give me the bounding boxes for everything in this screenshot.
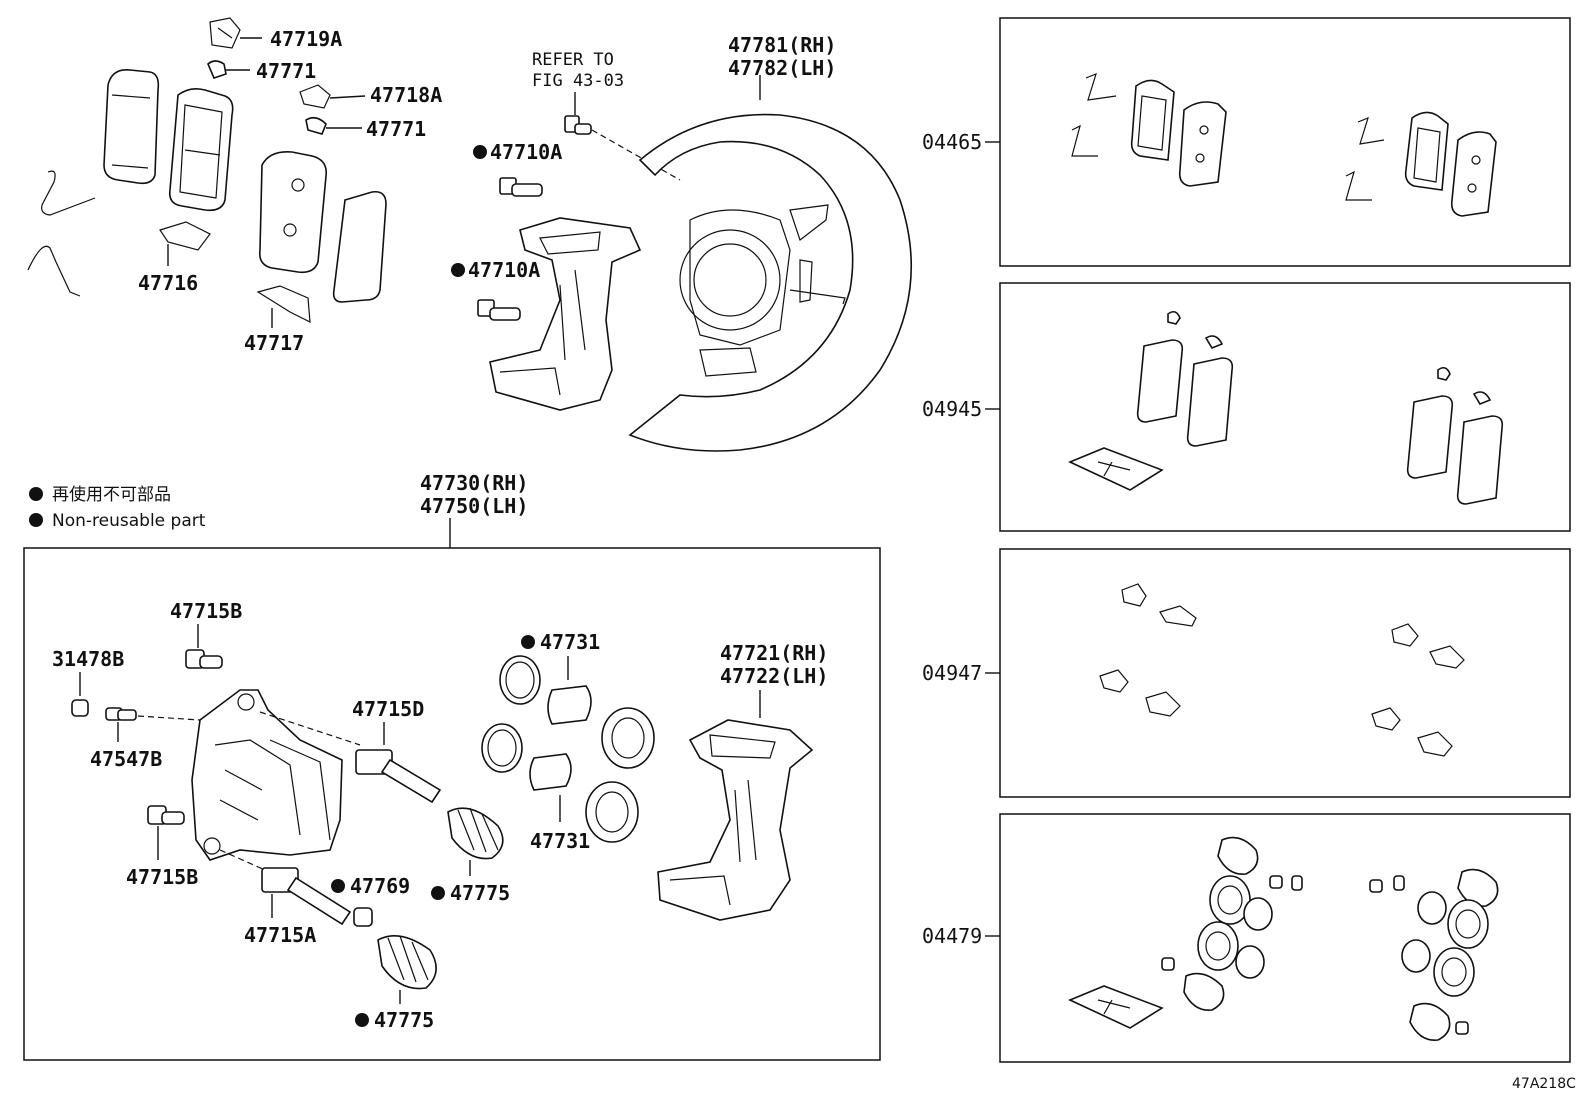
kit-box-04479 bbox=[999, 813, 1571, 1063]
label-47547B[interactable]: 47547B bbox=[90, 747, 162, 771]
label-47716[interactable]: 47716 bbox=[138, 271, 198, 295]
kit-04947-parts bbox=[1099, 583, 1465, 757]
kit-code-04945[interactable]: 04945 bbox=[922, 397, 982, 421]
pin-47715A bbox=[261, 867, 352, 926]
label-47710A-b[interactable]: 47710A bbox=[468, 258, 540, 282]
kit-code-04947[interactable]: 04947 bbox=[922, 661, 982, 685]
label-47715B[interactable]: 47715B bbox=[170, 599, 242, 623]
caliper-mount-47721 bbox=[657, 719, 814, 921]
kit-box-04947 bbox=[999, 548, 1571, 798]
pad-set-upper bbox=[27, 17, 387, 328]
label-47771-b[interactable]: 47771 bbox=[366, 117, 426, 141]
label-47730[interactable]: 47730(RH) bbox=[420, 471, 528, 495]
caliper-body bbox=[191, 689, 343, 861]
pin-47715D bbox=[355, 749, 442, 804]
label-47722[interactable]: 47722(LH) bbox=[720, 664, 828, 688]
legend-en: Non-reusable part bbox=[52, 511, 206, 531]
label-47715A[interactable]: 47715A bbox=[244, 923, 316, 947]
kit-code-04479[interactable]: 04479 bbox=[922, 924, 982, 948]
bushing-47769 bbox=[353, 907, 373, 927]
refer-line-1: REFER TO bbox=[532, 50, 614, 70]
label-47750[interactable]: 47750(LH) bbox=[420, 494, 528, 518]
non-reusable-dot bbox=[473, 145, 487, 159]
kit-box-04945 bbox=[999, 282, 1571, 532]
label-47782[interactable]: 47782(LH) bbox=[728, 56, 836, 80]
seals-pistons bbox=[481, 655, 655, 843]
kit-04479-parts bbox=[1068, 836, 1499, 1041]
caliper-assembly-box bbox=[23, 547, 881, 1061]
label-47719A[interactable]: 47719A bbox=[270, 27, 342, 51]
caliper-mount bbox=[489, 217, 642, 411]
bolt-ref bbox=[564, 115, 592, 135]
label-47771[interactable]: 47771 bbox=[256, 59, 316, 83]
non-reusable-dot bbox=[451, 263, 465, 277]
dust-shield bbox=[628, 113, 913, 452]
bolt-47715B-a bbox=[185, 649, 223, 669]
bolt-47710A-b bbox=[477, 299, 521, 321]
label-47717[interactable]: 47717 bbox=[244, 331, 304, 355]
label-47781[interactable]: 47781(RH) bbox=[728, 33, 836, 57]
label-47718A[interactable]: 47718A bbox=[370, 83, 442, 107]
boot-47775-b bbox=[377, 934, 437, 990]
bleeder-47547B bbox=[105, 707, 137, 721]
label-47721[interactable]: 47721(RH) bbox=[720, 641, 828, 665]
refer-line-2: FIG 43-03 bbox=[532, 71, 624, 91]
kit-code-04465[interactable]: 04465 bbox=[922, 130, 982, 154]
label-47731-b[interactable]: 47731 bbox=[530, 829, 590, 853]
bolt-47715B-b bbox=[147, 805, 185, 825]
label-31478B[interactable]: 31478B bbox=[52, 647, 124, 671]
label-47775[interactable]: 47775 bbox=[450, 881, 510, 905]
legend-jp: 再使用不可部品 bbox=[52, 484, 171, 505]
boot-47775-a bbox=[447, 807, 504, 860]
label-47775-b[interactable]: 47775 bbox=[374, 1008, 434, 1032]
label-47769[interactable]: 47769 bbox=[350, 874, 410, 898]
label-47715D[interactable]: 47715D bbox=[352, 697, 424, 721]
label-47731[interactable]: 47731 bbox=[540, 630, 600, 654]
label-47715B-b[interactable]: 47715B bbox=[126, 865, 198, 889]
kit-04465-parts bbox=[1071, 72, 1497, 217]
bolt-47710A-a bbox=[499, 177, 543, 197]
cap-31478B bbox=[71, 699, 89, 717]
label-47710A[interactable]: 47710A bbox=[490, 140, 562, 164]
kit-04945-parts bbox=[1068, 310, 1504, 505]
figure-id: 47A218C bbox=[1512, 1076, 1576, 1092]
